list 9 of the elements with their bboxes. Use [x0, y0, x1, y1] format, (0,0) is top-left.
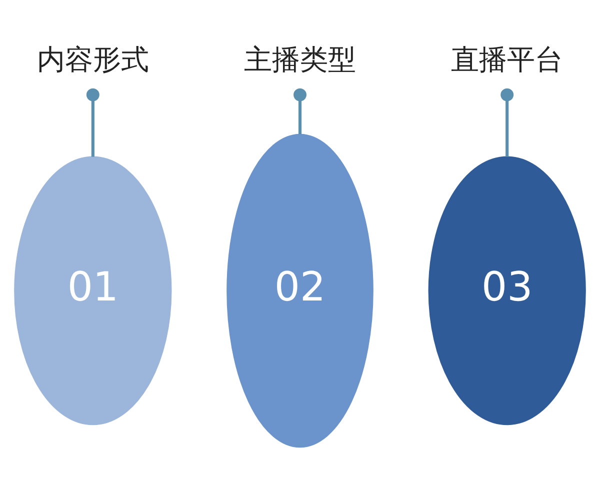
connector — [86, 88, 100, 156]
node-ellipse: 02 — [226, 133, 374, 448]
connector — [500, 88, 514, 156]
node-ellipse: 01 — [14, 156, 172, 425]
node-ellipse: 03 — [428, 156, 586, 425]
node-text: 主播类型 — [244, 42, 356, 76]
connector — [294, 88, 306, 134]
node-text: 直播平台 — [451, 42, 564, 76]
node-text: 内容形式 — [36, 42, 149, 76]
